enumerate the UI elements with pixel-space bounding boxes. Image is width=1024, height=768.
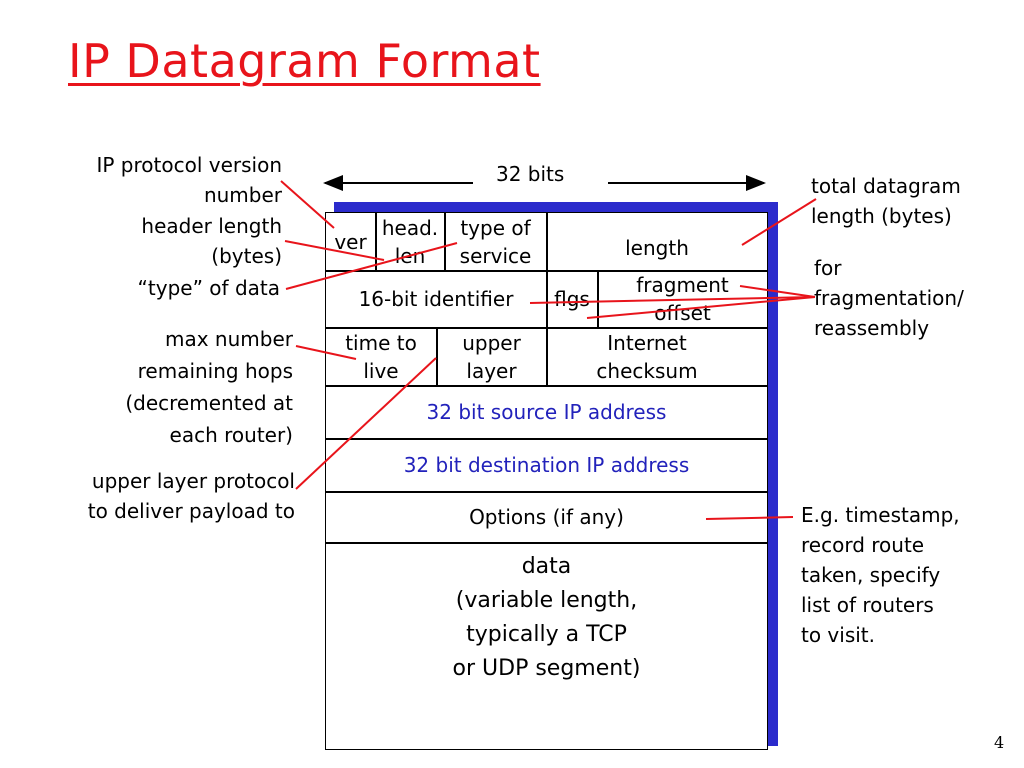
col-divider (436, 327, 438, 385)
annotation-options-example: E.g. timestamp, record route taken, spec… (801, 503, 960, 647)
field-data: data (variable length, typically a TCP o… (452, 554, 641, 681)
field-source-ip: 32 bit source IP address (426, 400, 667, 424)
field-length: length (625, 236, 689, 260)
field-destination-ip: 32 bit destination IP address (403, 453, 690, 477)
field-flags: flgs (554, 287, 590, 311)
field-header-length: head.len (381, 215, 439, 268)
annotation-header-length: header length (bytes) (141, 214, 282, 268)
page-title: IP Datagram Format (68, 34, 541, 88)
col-divider (546, 327, 548, 385)
row-divider (326, 542, 767, 544)
field-options: Options (if any) (469, 505, 624, 529)
row-divider (326, 438, 767, 440)
field-identifier: 16-bit identifier (358, 287, 514, 311)
annotation-max-hops: max number remaining hops (decremented a… (125, 327, 293, 447)
page-number: 4 (994, 733, 1005, 752)
annotation-total-length: total datagram length (bytes) (811, 174, 961, 228)
annotation-upper-protocol: upper layer protocol to deliver payload … (87, 469, 295, 523)
annotation-type-of-data: “type” of data (137, 276, 280, 300)
row-divider (326, 491, 767, 493)
field-version: ver (334, 229, 367, 254)
col-divider (444, 213, 446, 270)
bits-width-label: 32 bits (496, 162, 565, 186)
col-divider (546, 213, 548, 270)
row-divider (326, 385, 767, 387)
annotation-protocol-version: IP protocol version number (96, 153, 282, 207)
annotation-fragmentation: for fragmentation/ reassembly (814, 256, 964, 340)
